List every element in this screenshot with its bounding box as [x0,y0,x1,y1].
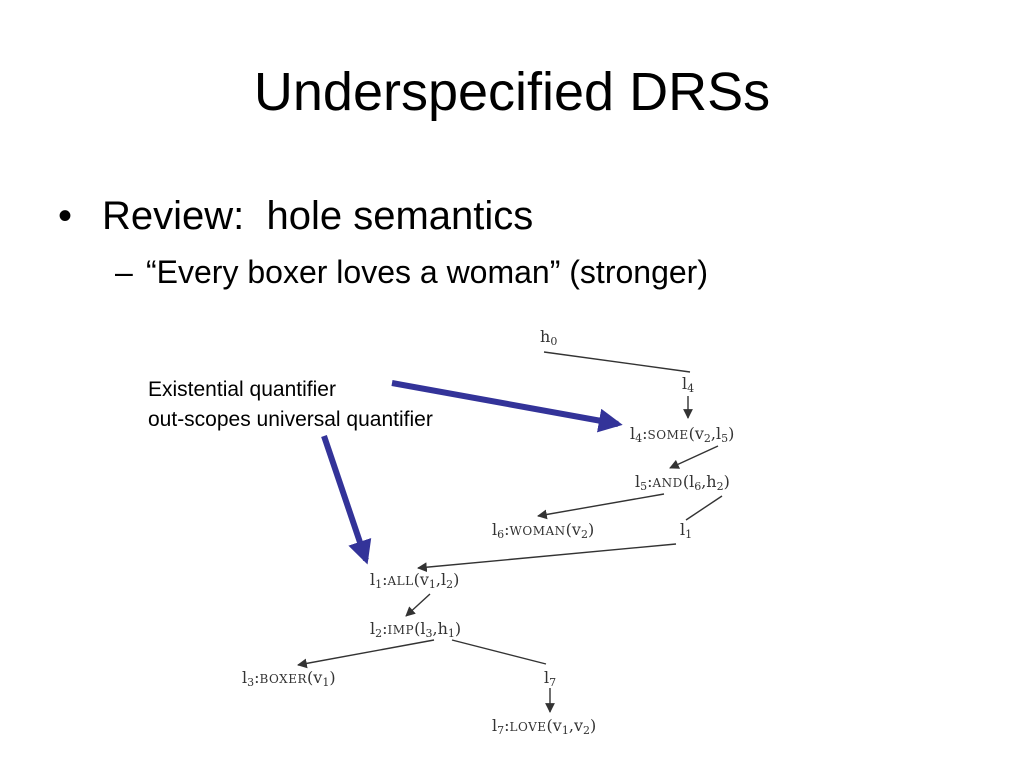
sub-bullet-marker: – [115,254,133,290]
node-and: l5:AND(l6,h2) [635,472,730,493]
edge-and-l1 [685,495,723,521]
node-h0: h0 [540,327,558,348]
edge-l1-all [417,543,677,573]
annotation-line-1: Existential quantifier [148,378,336,401]
slide-title: Underspecified DRSs [253,62,771,122]
node-some: l4:SOME(v2,l5) [630,424,735,445]
node-all: l1:ALL(v1,l2) [370,570,460,591]
annotation-arrow-to-some [391,380,623,433]
bullet-marker: • [58,194,73,238]
sub-bullet-example: “Every boxer loves a woman” (stronger) [146,254,708,290]
node-love: l7:LOVE(v1,v2) [492,716,597,737]
node-imp: l2:IMP(l3,h1) [370,619,462,640]
bullet-review: Review: hole semantics [102,194,534,238]
node-l4: l4 [682,374,695,395]
node-woman: l6:WOMAN(v2) [492,520,595,541]
edge-imp-boxer [297,639,435,669]
annotation-line-2: out-scopes universal quantifier [148,408,433,431]
edge-all-imp [405,593,431,617]
node-l7: l7 [544,668,557,689]
node-boxer: l3:BOXER(v1) [242,668,336,689]
annotation-arrow-to-all [321,435,372,565]
edge-imp-l7 [451,639,547,665]
node-l1: l1 [680,520,693,541]
edge-h0-l4 [543,351,691,373]
edge-some-and [669,445,719,469]
edge-and-woman [537,493,665,520]
